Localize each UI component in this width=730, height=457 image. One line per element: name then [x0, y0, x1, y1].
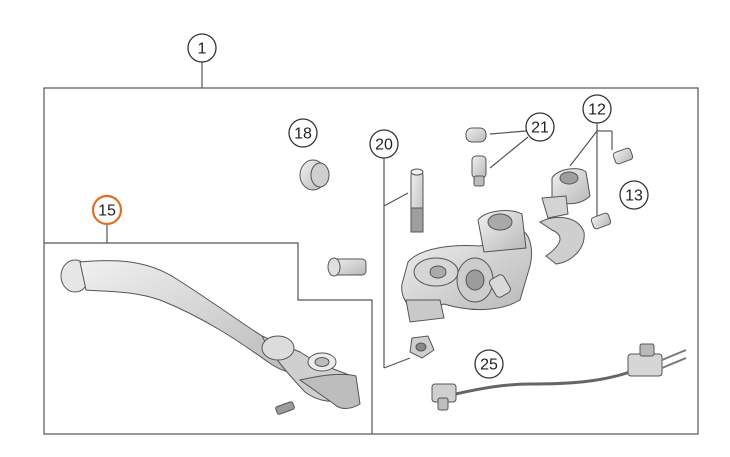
callout-13-label: 13: [625, 188, 643, 205]
callout-18-label: 18: [294, 126, 312, 143]
callout-13[interactable]: 13: [619, 180, 649, 210]
callout-12-label: 12: [588, 102, 606, 119]
callout-15[interactable]: 15: [91, 194, 123, 243]
callout-25[interactable]: 25: [474, 349, 504, 379]
clamp-screws-part: [590, 147, 634, 230]
dust-cap-part: [299, 159, 330, 191]
callout-12[interactable]: 12: [569, 94, 613, 218]
brake-lever-part: [60, 259, 361, 415]
callout-20[interactable]: 20: [369, 129, 411, 369]
lock-nut-part: [409, 335, 435, 359]
callout-25-label: 25: [480, 357, 498, 374]
callout-1-label: 1: [198, 41, 207, 58]
assembly-frame: [43, 87, 699, 435]
callout-15-label: 15: [98, 203, 116, 220]
pivot-pin-part: [410, 168, 424, 233]
handlebar-clamp-part: [539, 168, 591, 265]
bleeder-fitting-part: [465, 127, 487, 187]
callout-20-label: 20: [375, 137, 393, 154]
callout-18[interactable]: 18: [288, 118, 318, 148]
callout-1[interactable]: 1: [187, 33, 217, 88]
brake-switch-cable-part: [431, 343, 687, 411]
callout-21-label: 21: [531, 120, 549, 137]
switch-bolt-part: [327, 257, 367, 277]
master-cylinder-part: [401, 210, 533, 323]
callout-21[interactable]: 21: [489, 112, 555, 169]
lever-subframe: [44, 242, 373, 434]
